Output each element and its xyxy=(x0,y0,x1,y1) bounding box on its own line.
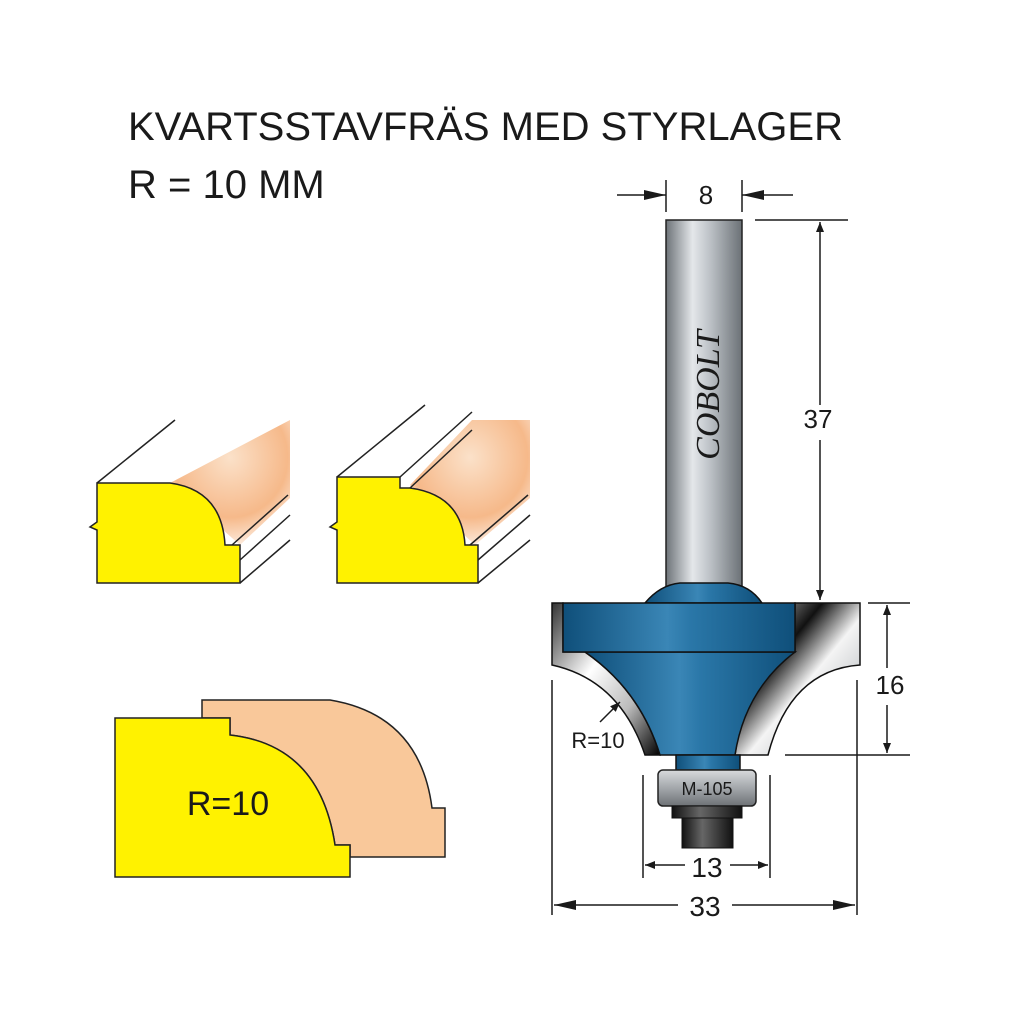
shank-diameter-value: 8 xyxy=(699,180,713,210)
bearing-diameter-value: 13 xyxy=(691,852,722,883)
dimension-cut-height xyxy=(785,602,910,756)
bit-radius-label: R=10 xyxy=(571,728,624,753)
profile-example-2 xyxy=(328,404,531,584)
dimension-shank-diameter xyxy=(617,180,793,212)
title-line-1: KVARTSSTAVFRÄS MED STYRLAGER xyxy=(128,105,843,149)
brand-label: COBOLT xyxy=(690,328,727,460)
cutter-head xyxy=(551,582,861,771)
shank-length-value: 37 xyxy=(804,404,833,434)
profile-example-1 xyxy=(88,419,291,584)
dimension-shank-length xyxy=(755,219,848,600)
profile-radius-label: R=10 xyxy=(187,785,269,823)
bearing-label: M-105 xyxy=(681,779,732,799)
dimension-cutter-diameter xyxy=(551,680,858,915)
cutter-diameter-value: 33 xyxy=(689,891,720,922)
dimension-bearing-diameter xyxy=(642,775,771,878)
radius-pointer-arrow xyxy=(599,701,621,723)
cut-height-value: 16 xyxy=(876,670,905,700)
title-line-2: R = 10 MM xyxy=(128,163,325,207)
profile-cross-section xyxy=(114,699,446,878)
shank: COBOLT xyxy=(665,219,743,606)
guide-bearing: M-105 xyxy=(657,769,757,849)
